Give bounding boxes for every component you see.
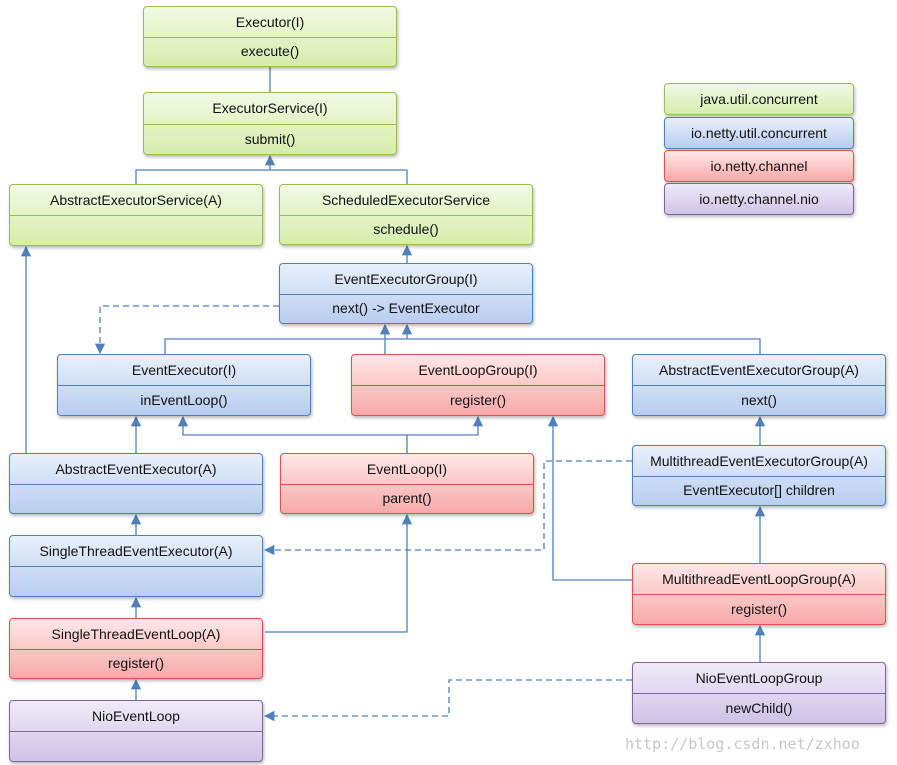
class-single-thread-event-executor: SingleThreadEventExecutor(A) [9,535,263,597]
class-member: execute() [240,43,300,60]
class-member: inEventLoop() [140,392,228,408]
class-member: register() [730,601,787,617]
class-name: ScheduledExecutorService [321,191,491,208]
divider [144,123,396,125]
class-name: SingleThreadEventExecutor(A) [39,543,233,559]
edge-nioloopgroup-nioloop [263,679,632,722]
divider [10,215,262,216]
class-nio-event-loop: NioEventLoop [9,700,263,762]
edge-eventloop-eventexecutor [177,415,408,453]
class-member [10,566,262,596]
class-abstract-event-executor: AbstractEventExecutor(A) [9,453,263,514]
edge-multithreadexecutorgroup-singlethreadexecutor [263,460,632,556]
class-name: MultithreadEventExecutorGroup(A) [650,452,868,469]
divider [633,693,885,694]
class-name: EventExecutor(I) [131,362,237,378]
class-name: NioEventLoop [92,708,180,724]
class-member [10,484,262,514]
edge-singlethreadloop-eventloop [265,513,413,633]
divider [144,36,396,38]
edge-eventexecutorgroup-eventexecutor [94,305,279,355]
divider [10,731,262,732]
divider [352,385,604,386]
class-event-loop-group: EventLoopGroup(I) register() [351,354,605,416]
class-name: ExecutorService(I) [212,100,328,117]
edge-multithreadloopgroup-eventloopgroup [547,415,632,581]
class-member: submit() [244,130,296,147]
watermark-text: http://blog.csdn.net/zxhoo [625,735,860,753]
class-member: register() [107,655,164,672]
class-member: newChild() [725,700,793,716]
divider [58,385,310,386]
divider [10,648,262,650]
class-name: AbstractEventExecutor(A) [55,460,217,477]
class-nio-event-loop-group: NioEventLoopGroup newChild() [632,662,886,724]
class-member: next() [741,392,777,408]
class-name: Executor(I) [235,13,305,30]
class-event-executor-group: EventExecutorGroup(I) next() -> EventExe… [279,263,533,324]
class-executor: Executor(I) execute() [143,6,397,67]
legend-java-util-concurrent: java.util.concurrent [664,83,854,115]
legend-io-netty-channel-nio: io.netty.channel.nio [664,183,854,215]
divider [10,483,262,485]
class-name: EventLoopGroup(I) [418,362,538,378]
divider [281,483,533,485]
class-multithread-event-loop-group: MultithreadEventLoopGroup(A) register() [632,563,886,625]
legend-io-netty-util-concurrent: io.netty.util.concurrent [664,117,854,149]
divider [280,293,532,295]
class-scheduled-executor-service: ScheduledExecutorService schedule() [279,184,533,245]
class-abstract-executor-service: AbstractExecutorService(A) [9,184,263,246]
class-member: EventExecutor[] children [683,482,835,499]
edge-abstractexecutorservice-executorservice [135,154,276,184]
class-single-thread-event-loop: SingleThreadEventLoop(A) register() [9,618,263,679]
class-member: next() -> EventExecutor [332,300,480,317]
divider [633,385,885,386]
class-name: NioEventLoopGroup [695,670,823,686]
class-abstract-event-executor-group: AbstractEventExecutorGroup(A) next() [632,354,886,416]
divider [280,214,532,216]
class-member: register() [449,392,506,408]
class-name: AbstractExecutorService(A) [50,192,222,208]
divider [633,475,885,477]
class-executor-service: ExecutorService(I) submit() [143,92,397,155]
class-event-loop: EventLoop(I) parent() [280,453,534,514]
class-name: SingleThreadEventLoop(A) [51,625,221,642]
class-member [10,731,262,761]
class-name: AbstractEventExecutorGroup(A) [659,362,859,378]
class-member [10,215,262,245]
class-event-executor: EventExecutor(I) inEventLoop() [57,354,311,416]
edge-scheduledexecutorservice-executorservice [270,169,408,184]
class-name: EventLoop(I) [366,460,448,477]
class-multithread-event-executor-group: MultithreadEventExecutorGroup(A) EventEx… [632,445,886,506]
edge-eventexecutor-eventexecutorgroup [164,338,761,354]
class-member: parent() [382,490,432,507]
class-name: MultithreadEventLoopGroup(A) [662,571,856,587]
class-name: EventExecutorGroup(I) [334,270,478,287]
legend-io-netty-channel: io.netty.channel [664,150,854,182]
divider [633,594,885,595]
divider [10,566,262,567]
edge-eventloop-eventloopgroup [407,415,484,436]
class-member: schedule() [373,221,439,238]
